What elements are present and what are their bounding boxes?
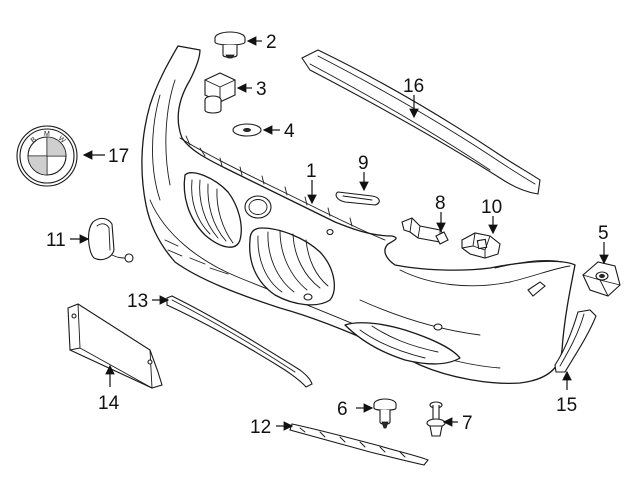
callout-12: 12	[250, 417, 271, 438]
bracket-part-5	[582, 261, 621, 297]
callout-17: 17	[108, 146, 129, 167]
callout-5: 5	[598, 223, 609, 244]
callout-10: 10	[481, 197, 502, 218]
tow-hook-cover-part-11	[88, 217, 134, 263]
sensor-holder-part-10	[461, 232, 501, 259]
svg-text:W: W	[57, 135, 67, 145]
bracket-part-8	[401, 217, 449, 245]
callout-16: 16	[403, 76, 424, 97]
callout-15: 15	[556, 395, 577, 416]
push-clip-part-2	[214, 31, 246, 59]
push-pin-part-7	[426, 401, 446, 437]
callout-1: 1	[306, 161, 317, 182]
callout-6: 6	[337, 399, 348, 420]
grommet-part-3	[204, 72, 236, 114]
molding-part-13	[166, 295, 313, 388]
svg-text:M: M	[44, 131, 50, 138]
callout-2: 2	[266, 32, 277, 53]
trim-part-9	[335, 191, 380, 206]
callout-3: 3	[256, 79, 267, 100]
callout-8: 8	[435, 193, 446, 214]
callout-11: 11	[46, 230, 66, 251]
callout-13: 13	[127, 291, 148, 312]
callout-14: 14	[98, 393, 120, 414]
washer-part-4	[232, 123, 262, 137]
leader-lines	[70, 36, 609, 431]
callout-9: 9	[358, 153, 369, 174]
bmw-emblem-part-17: B M W	[16, 125, 78, 187]
callout-4: 4	[284, 121, 295, 142]
bumper-cover	[141, 45, 576, 384]
svg-text:B: B	[30, 136, 38, 145]
callout-7: 7	[462, 413, 473, 434]
upper-support-part-16	[301, 49, 541, 195]
lower-spoiler-part-12	[289, 423, 429, 466]
rivet-part-6	[373, 398, 397, 429]
callout-labels: 2 3 4 1 9 16 8 10 5 17 11 13 14 15 6 7 1…	[46, 32, 609, 438]
license-base-part-14	[67, 303, 163, 389]
